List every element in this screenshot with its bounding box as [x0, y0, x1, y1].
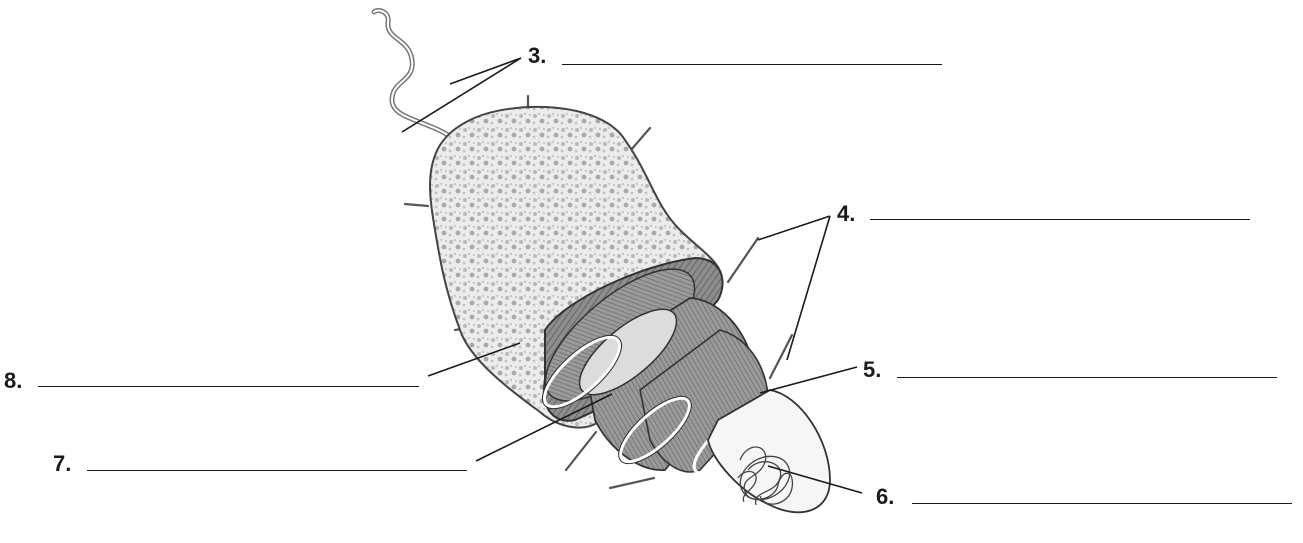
- label-5: 5.: [863, 359, 881, 381]
- label-6: 6.: [876, 486, 894, 508]
- label-7: 7.: [53, 453, 71, 475]
- label-8: 8.: [4, 370, 22, 392]
- answer-blank-4[interactable]: [870, 219, 1250, 220]
- label-4: 4.: [837, 203, 855, 225]
- answer-blank-6[interactable]: [912, 503, 1292, 504]
- answer-blank-8[interactable]: [38, 386, 419, 387]
- answer-blank-7[interactable]: [87, 470, 467, 471]
- answer-blank-3[interactable]: [562, 64, 942, 65]
- answer-blank-5[interactable]: [897, 377, 1277, 378]
- label-3: 3.: [528, 45, 546, 67]
